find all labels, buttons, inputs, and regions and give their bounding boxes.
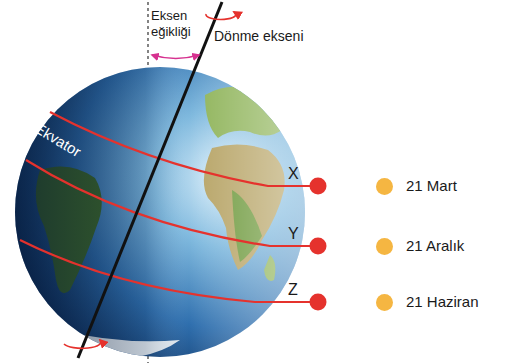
red-dot [310,238,327,255]
legend-swatch [376,294,393,311]
axis-tilt-label: Eksen eğikliği [151,8,201,39]
axis-label: Dönme ekseni [214,28,304,45]
legend-swatch [376,178,393,195]
globe-shading [15,67,305,357]
latitude-line [20,240,310,302]
point-label: Y [288,224,299,243]
point-label: X [288,164,299,183]
latitude-line [50,112,310,186]
globe [15,67,310,360]
legend-swatch [376,238,393,255]
legend-text: 21 Haziran [406,293,479,311]
legend-text: 21 Aralık [406,237,464,255]
rotation-arrow [206,12,236,19]
rotation-axis [78,2,222,358]
tilt-arc [152,55,199,59]
legend-text: 21 Mart [406,177,457,195]
red-dot [310,294,327,311]
rotation-arrow [64,340,101,348]
asia-land [280,70,310,120]
equator-line [26,160,310,246]
globe-ocean [15,67,305,357]
point-label: Z [288,280,298,299]
red-dot [310,178,327,195]
